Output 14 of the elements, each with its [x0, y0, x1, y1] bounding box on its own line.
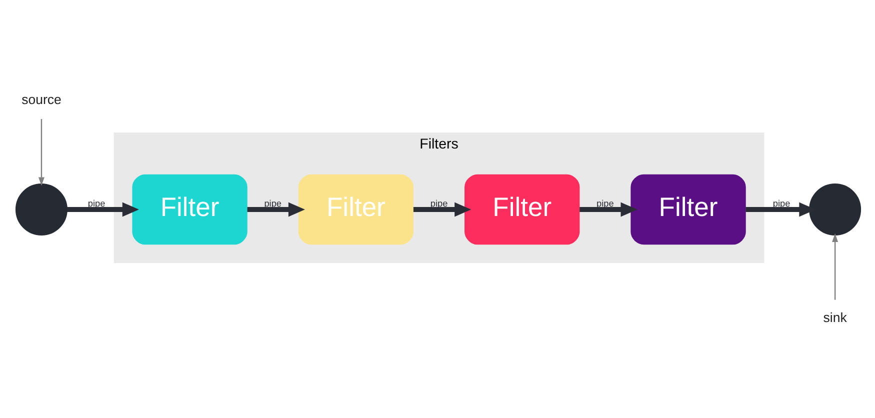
node-text: sink	[823, 310, 847, 325]
node-box: Filter	[298, 174, 414, 244]
arrow	[247, 202, 305, 216]
node-circle	[809, 183, 862, 235]
node-box: Filter	[630, 174, 746, 244]
node-box: Filter	[464, 174, 580, 244]
node-box: Filter	[132, 174, 248, 244]
arrow	[413, 202, 472, 216]
arrow	[832, 232, 838, 300]
node-circle	[15, 183, 68, 235]
arrow	[66, 202, 139, 216]
arrow	[580, 202, 638, 216]
node-text: source	[22, 91, 62, 106]
arrow	[38, 118, 44, 186]
